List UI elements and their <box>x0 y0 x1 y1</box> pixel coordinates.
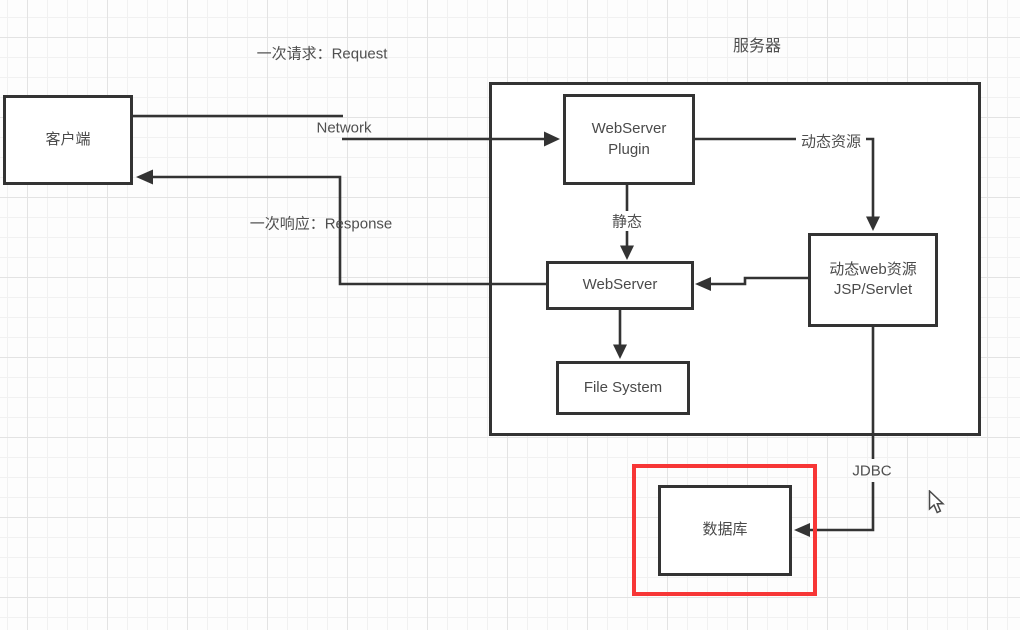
response-connector[interactable] <box>136 169 546 286</box>
jsp-webserver-connector[interactable] <box>695 276 808 291</box>
node-jsp-servlet-label-line2: JSP/Servlet <box>833 281 913 298</box>
mouse-cursor-icon <box>928 490 945 514</box>
request-label[interactable]: 一次请求：Request <box>256 45 388 63</box>
node-database[interactable]: 数据库 <box>658 485 792 576</box>
node-webserver-plugin[interactable]: WebServer Plugin <box>563 94 695 185</box>
node-file-system-label: File System <box>583 378 663 396</box>
node-webserver-plugin-label-line1: WebServer <box>591 120 667 138</box>
node-webserver-label: WebServer <box>582 276 658 294</box>
node-client-label: 客户端 <box>45 130 91 148</box>
node-jsp-servlet-label-line1: 动态web资源 <box>829 260 917 278</box>
static-resource-label[interactable]: 静态 <box>611 213 643 231</box>
response-label[interactable]: 一次响应：Response <box>249 215 393 233</box>
node-database-label: 数据库 <box>702 521 748 539</box>
node-file-system[interactable]: File System <box>556 361 690 415</box>
node-client[interactable]: 客户端 <box>3 95 133 185</box>
jdbc-label[interactable]: JDBC <box>852 462 892 480</box>
jdbc-connector[interactable] <box>794 327 875 537</box>
server-container-label[interactable]: 服务器 <box>732 38 782 55</box>
node-webserver-plugin-label-line2: Plugin <box>608 140 650 158</box>
dynamic-resource-label[interactable]: 动态资源 <box>800 133 862 151</box>
dynamic-resource-connector[interactable] <box>695 137 880 231</box>
node-webserver[interactable]: WebServer <box>546 261 694 310</box>
request-connector[interactable] <box>133 114 560 147</box>
static-connector[interactable] <box>620 185 634 260</box>
webserver-filesystem-connector[interactable] <box>613 310 627 359</box>
network-label[interactable]: Network <box>316 119 372 137</box>
node-jsp-servlet[interactable]: 动态web资源 JSP/Servlet <box>808 233 938 327</box>
